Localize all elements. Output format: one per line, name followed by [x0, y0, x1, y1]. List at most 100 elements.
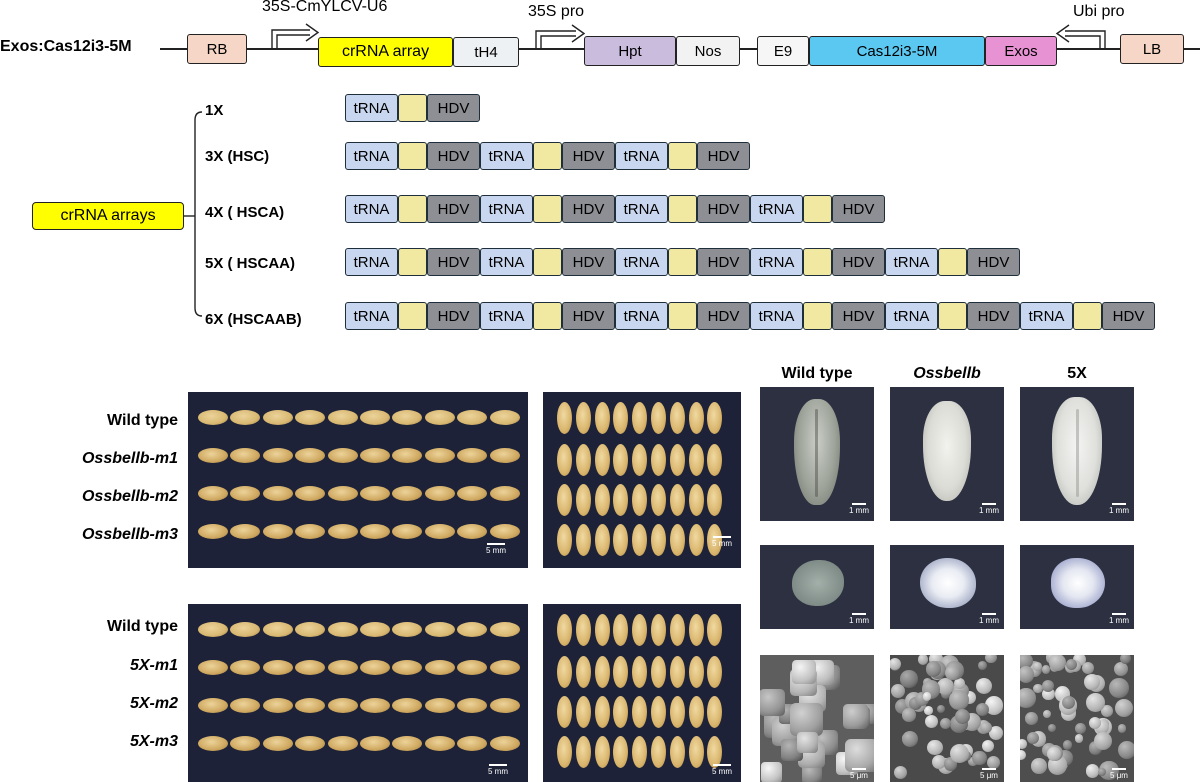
cas12i3-element: Cas12i3-5M — [809, 36, 985, 66]
paddy-grain — [295, 524, 326, 539]
starch-granule — [981, 739, 995, 753]
starch-granule — [789, 702, 824, 736]
paddy-grain — [262, 486, 293, 501]
scale-bar-seed-wildtype: 1 mm — [846, 503, 872, 515]
spacer-segment — [533, 302, 562, 330]
trna-segment: tRNA — [480, 195, 533, 223]
paddy-grain — [424, 660, 455, 675]
starch-granule — [988, 725, 1004, 741]
hdv-segment: HDV — [427, 302, 480, 330]
spacer-segment — [668, 248, 697, 276]
paddy-grain — [230, 486, 261, 501]
paddy-grain — [489, 410, 520, 425]
trna-segment: tRNA — [615, 142, 668, 170]
paddy-grain — [489, 736, 520, 751]
trna-segment: tRNA — [885, 302, 938, 330]
starch-granule — [977, 660, 987, 670]
paddy-grain — [360, 698, 390, 713]
starch-granule — [1115, 698, 1134, 717]
starch-granule — [1032, 662, 1042, 672]
paddy-grain — [489, 660, 520, 675]
paddy-grain — [327, 486, 358, 501]
starch-granule — [1074, 734, 1083, 743]
trna-segment: tRNA — [480, 302, 533, 330]
brown-rice-grain — [557, 696, 572, 728]
brown-rice-grain — [669, 614, 685, 646]
trna-segment: tRNA — [750, 302, 803, 330]
paddy-grain — [392, 698, 423, 713]
paddy-grain — [392, 622, 423, 637]
starch-granule — [1033, 683, 1044, 694]
starch-granule — [937, 678, 954, 695]
brown-rice-grain — [707, 736, 723, 768]
paddy-grain — [424, 622, 455, 637]
paddy-grain — [489, 622, 520, 637]
paddy-grain — [198, 622, 228, 637]
micro-col-head-wildtype: Wild type — [781, 365, 853, 382]
starch-granule — [1063, 740, 1073, 750]
paddy-grain — [424, 448, 455, 463]
array-bracket — [184, 111, 203, 317]
array-row-label-3x: 3X (HSC) — [205, 148, 270, 165]
grain-row-label-bottom-2: 5X-m2 — [129, 695, 178, 712]
starch-granule — [1119, 655, 1132, 665]
brown-rice-grain — [557, 524, 572, 556]
trna-segment: tRNA — [345, 248, 398, 276]
paddy-grain — [457, 524, 488, 539]
starch-granule — [1046, 746, 1062, 762]
brown-rice-grain — [669, 444, 685, 476]
spacer-segment — [803, 195, 832, 223]
spacer-segment — [398, 142, 427, 170]
starch-granule — [902, 730, 918, 747]
hdv-segment: HDV — [832, 195, 885, 223]
starch-granule — [1081, 661, 1094, 674]
hdv-segment: HDV — [1102, 302, 1155, 330]
hdv-segment: HDV — [427, 248, 480, 276]
trna-segment: tRNA — [615, 302, 668, 330]
spacer-segment — [533, 142, 562, 170]
spacer-segment — [1073, 302, 1102, 330]
starch-granule — [1074, 723, 1086, 734]
brown-rice-grain — [632, 524, 648, 556]
brown-rice-grain — [688, 444, 704, 476]
brown-rice-grain — [651, 444, 666, 476]
starch-granule — [1073, 655, 1087, 667]
sem-image-5x: 5 μm — [1020, 655, 1134, 782]
paddy-grain — [327, 698, 358, 713]
starch-granule — [922, 691, 932, 701]
hdv-segment: HDV — [967, 302, 1020, 330]
brown-rice-grain — [632, 696, 648, 728]
paddy-grain — [457, 448, 488, 463]
paddy-grain — [262, 410, 293, 425]
paddy-grain — [230, 410, 261, 425]
starch-granule — [1042, 709, 1052, 719]
brown-rice-grain — [557, 444, 572, 476]
starch-granule — [1089, 716, 1102, 730]
brown-rice-grain — [632, 656, 648, 688]
paddy-grain — [262, 448, 293, 463]
paddy-grain — [327, 622, 358, 637]
starch-granule — [843, 704, 869, 730]
brown-rice-grain — [575, 736, 591, 768]
scale-bar-section-5x: 1 mm — [1106, 613, 1132, 625]
scale-bar-sem-wildtype: 5 μm — [846, 768, 872, 780]
grain-row-label-bottom-0: Wild type — [107, 618, 178, 635]
paddy-grain — [295, 622, 326, 637]
spacer-segment — [938, 302, 967, 330]
starch-granule — [1114, 661, 1129, 676]
array-row-label-6x: 6X (HSCAAB) — [205, 311, 302, 328]
brown-rice-grain — [557, 614, 572, 646]
hpt-element: Hpt — [584, 36, 676, 66]
starch-granule — [972, 750, 987, 765]
starch-granule — [975, 703, 990, 717]
hdv-segment: HDV — [697, 195, 750, 223]
starch-granule — [925, 714, 939, 728]
paddy-grain — [457, 698, 488, 713]
brown-rice-grain — [651, 402, 666, 434]
brown-rice-grain — [707, 402, 723, 434]
paddy-grain — [489, 486, 520, 501]
trna-segment: tRNA — [345, 195, 398, 223]
starch-granule — [891, 683, 906, 698]
trna-segment: tRNA — [750, 248, 803, 276]
paddy-grain — [360, 410, 390, 425]
